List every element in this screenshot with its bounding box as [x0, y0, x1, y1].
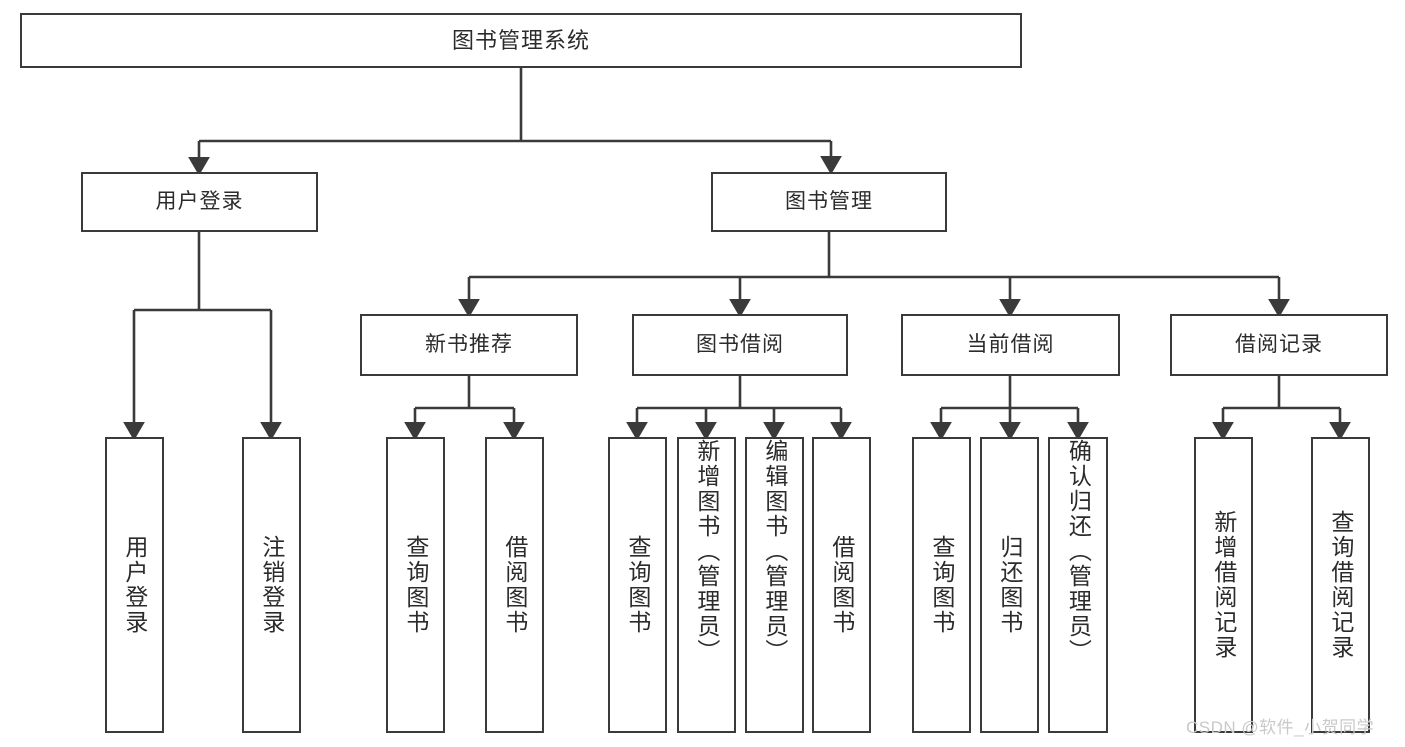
node-label: 借阅图书 — [828, 535, 855, 635]
node-label: 归还图书 — [996, 535, 1023, 635]
leaf-recommend-query-book[interactable]: 查询图书 — [386, 437, 445, 733]
node-label: 借阅记录 — [1235, 332, 1323, 356]
node-label: 注销登录 — [258, 535, 285, 635]
node-label: 当前借阅 — [966, 332, 1055, 356]
node-borrow-record[interactable]: 借阅记录 — [1170, 314, 1388, 376]
node-label: 图书管理系统 — [451, 27, 590, 53]
node-book-borrow[interactable]: 图书借阅 — [632, 314, 848, 376]
node-user-login[interactable]: 用户登录 — [81, 172, 318, 232]
node-book-management[interactable]: 图书管理 — [711, 172, 947, 232]
leaf-current-return-book[interactable]: 归还图书 — [980, 437, 1039, 733]
node-label: 新书推荐 — [425, 332, 513, 356]
leaf-record-add-borrow-record[interactable]: 新增借阅记录 — [1194, 437, 1253, 733]
node-label: 借阅图书 — [501, 535, 528, 635]
node-label: 查询图书 — [402, 535, 429, 635]
node-label: 新增借阅记录 — [1210, 510, 1237, 660]
leaf-borrow-borrow-book[interactable]: 借阅图书 — [812, 437, 871, 733]
node-label: 查询图书 — [624, 535, 651, 635]
leaf-user-login-signin[interactable]: 用户登录 — [105, 437, 164, 733]
leaf-borrow-query-book[interactable]: 查询图书 — [608, 437, 667, 733]
node-current-borrow[interactable]: 当前借阅 — [901, 314, 1120, 376]
leaf-borrow-edit-book-admin[interactable]: 编辑图书（管理员） — [745, 437, 804, 733]
node-label: 确认归还（管理员） — [1065, 439, 1092, 664]
leaf-user-login-signout[interactable]: 注销登录 — [242, 437, 301, 733]
node-label: 用户登录 — [155, 189, 244, 213]
leaf-current-confirm-return-admin[interactable]: 确认归还（管理员） — [1048, 437, 1108, 733]
leaf-record-query-borrow-record[interactable]: 查询借阅记录 — [1311, 437, 1370, 733]
node-label: 新增图书（管理员） — [693, 439, 720, 664]
node-label: 编辑图书（管理员） — [761, 439, 788, 664]
node-label: 查询图书 — [928, 535, 955, 635]
node-label: 图书借阅 — [696, 332, 784, 356]
node-new-book-recommend[interactable]: 新书推荐 — [360, 314, 578, 376]
node-root-book-management-system[interactable]: 图书管理系统 — [20, 13, 1022, 68]
leaf-borrow-add-book-admin[interactable]: 新增图书（管理员） — [677, 437, 736, 733]
leaf-current-query-book[interactable]: 查询图书 — [912, 437, 971, 733]
node-label: 查询借阅记录 — [1327, 510, 1354, 660]
node-label: 用户登录 — [121, 535, 148, 635]
leaf-recommend-borrow-book[interactable]: 借阅图书 — [485, 437, 544, 733]
node-label: 图书管理 — [785, 189, 873, 213]
csdn-watermark: CSDN @软件_小贺同学 — [1186, 718, 1375, 737]
